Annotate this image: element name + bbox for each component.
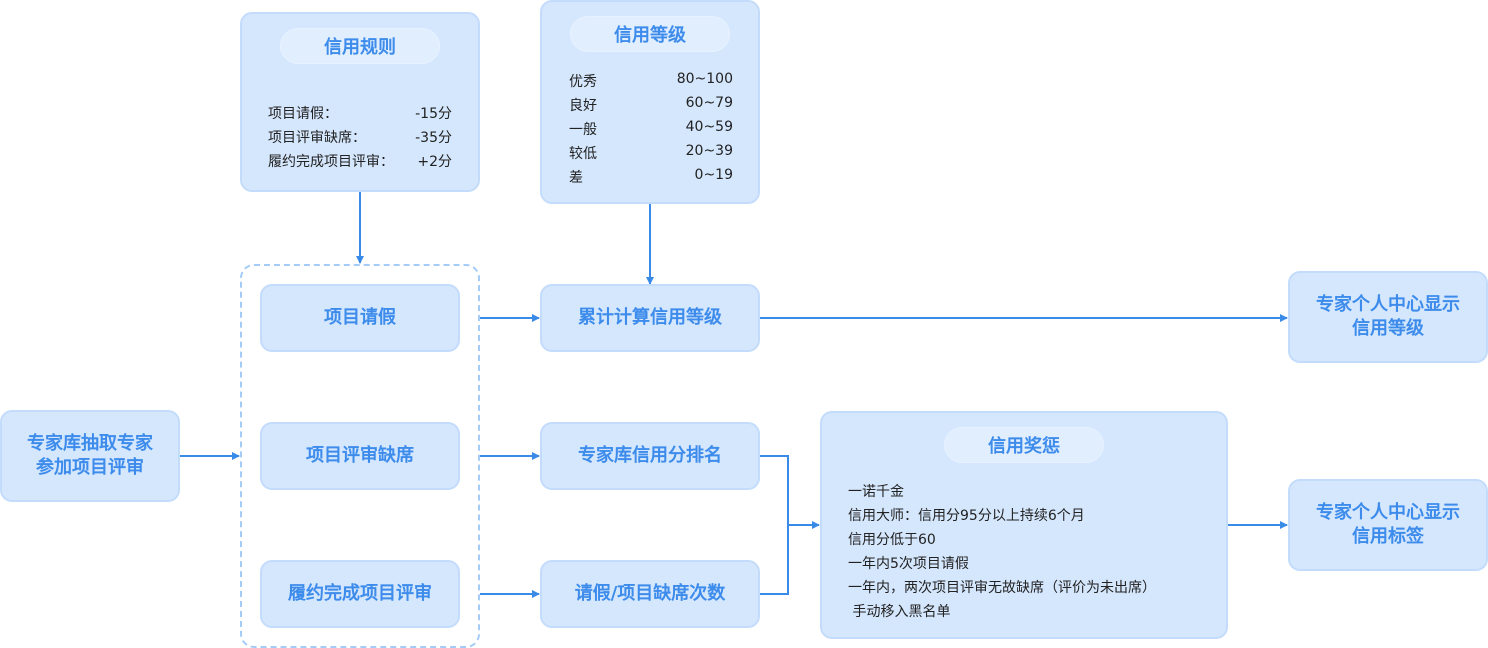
level-range: 0~19 — [694, 167, 733, 183]
level-label: 良好 — [569, 98, 597, 114]
reward-line: 一年内5次项目请假 — [848, 556, 969, 572]
level-range: 80~100 — [676, 71, 733, 87]
rule-value: +2分 — [417, 154, 452, 170]
level-range: 40~59 — [685, 119, 733, 135]
reward-line: 信用大师：信用分95分以上持续6个月 — [848, 508, 1085, 524]
level-row: 较低 20~39 — [569, 143, 733, 163]
connector-ranking-counts — [760, 455, 789, 595]
node-counts: 请假/项目缺席次数 — [540, 560, 760, 628]
level-row: 一般 40~59 — [569, 119, 733, 139]
level-row: 良好 60~79 — [569, 95, 733, 115]
rule-row: 项目请假： -15分 — [268, 103, 452, 123]
rule-row: 履约完成项目评审： +2分 — [268, 151, 452, 171]
node-start: 专家库抽取专家 参加项目评审 — [0, 410, 180, 502]
behavior-group — [240, 264, 480, 648]
level-label: 差 — [569, 170, 583, 186]
credit-levels-title: 信用等级 — [570, 16, 730, 52]
node-calc-level: 累计计算信用等级 — [540, 284, 760, 352]
rule-value: -35分 — [415, 130, 452, 146]
level-row: 差 0~19 — [569, 167, 733, 187]
node-complete: 履约完成项目评审 — [260, 560, 460, 628]
level-range: 20~39 — [685, 143, 733, 159]
node-ranking: 专家库信用分排名 — [540, 422, 760, 490]
rule-value: -15分 — [415, 106, 452, 122]
level-label: 优秀 — [569, 74, 597, 90]
level-row: 优秀 80~100 — [569, 71, 733, 91]
rule-label: 项目请假： — [268, 106, 338, 122]
reward-line: 手动移入黑名单 — [848, 604, 951, 620]
reward-line: 一年内，两次项目评审无故缺席（评价为未出席） — [848, 580, 1156, 596]
level-range: 60~79 — [685, 95, 733, 111]
node-absence: 项目评审缺席 — [260, 422, 460, 490]
node-show-tag: 专家个人中心显示 信用标签 — [1288, 479, 1488, 571]
rule-label: 履约完成项目评审： — [268, 154, 394, 170]
rewards-title: 信用奖惩 — [944, 427, 1104, 463]
rule-label: 项目评审缺席： — [268, 130, 366, 146]
reward-line: 信用分低于60 — [848, 532, 936, 548]
credit-rules-title: 信用规则 — [280, 28, 440, 64]
level-label: 较低 — [569, 146, 597, 162]
rule-row: 项目评审缺席： -35分 — [268, 127, 452, 147]
level-label: 一般 — [569, 122, 597, 138]
node-show-level: 专家个人中心显示 信用等级 — [1288, 271, 1488, 363]
node-leave: 项目请假 — [260, 284, 460, 352]
reward-line: 一诺千金 — [848, 484, 904, 500]
